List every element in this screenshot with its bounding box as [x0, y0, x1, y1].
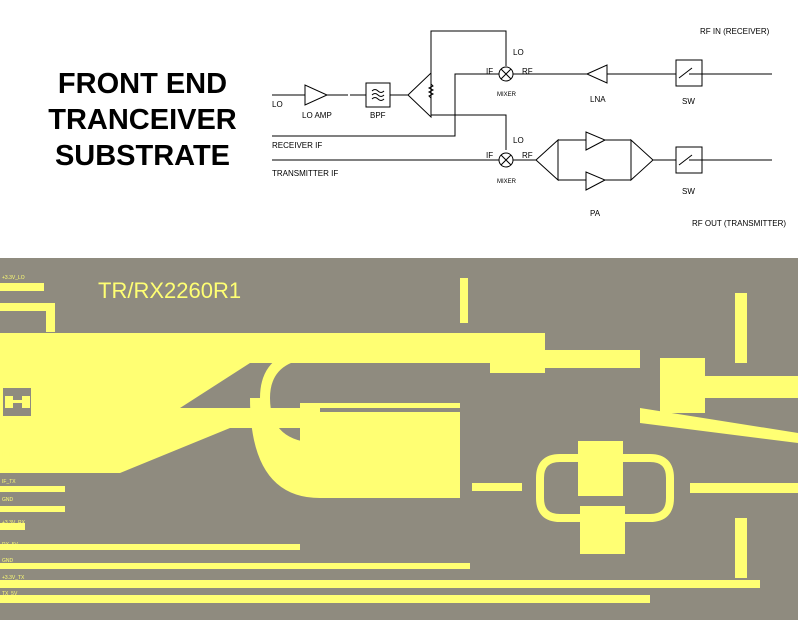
pcb-layout: TR/RX2260R1 +3.3V_LO IF_RX GND IF_TX GND…: [0, 258, 798, 620]
receiver-if-label: RECEIVER IF: [272, 141, 322, 150]
title-line-3: SUBSTRATE: [54, 140, 231, 172]
rx-if-port: IF: [486, 67, 493, 76]
tx-rf-port: RF: [522, 151, 533, 160]
metal-traces: TR/RX2260R1 +3.3V_LO IF_RX GND IF_TX GND…: [0, 275, 798, 603]
pin-label: IF_TX: [2, 479, 16, 485]
lo-label: LO: [272, 100, 283, 109]
rf-in-label: RF IN (RECEIVER): [700, 27, 770, 36]
rx-rf-port: RF: [522, 67, 533, 76]
rx-mixer-label: MIXER: [497, 92, 517, 98]
pa-label: PA: [590, 209, 601, 218]
lo-amp-label: LO AMP: [302, 111, 332, 120]
tx-switch-label: SW: [682, 187, 695, 196]
lo-splitter: [407, 71, 432, 119]
title-line-1: FRONT END: [57, 68, 228, 100]
block-schematic: LO LO AMP BPF RECEIVER IF TRANSMITTER IF…: [272, 27, 786, 228]
pin-label: +3.3V_RX: [2, 520, 26, 526]
page-title: FRONT END TRANCEIVER SUBSTRATE: [40, 66, 245, 174]
rx-switch-symbol: [675, 59, 703, 87]
bpf-label: BPF: [370, 111, 386, 120]
pin-label: GND: [2, 497, 14, 503]
tx-if-port: IF: [486, 151, 493, 160]
tx-mixer-label: MIXER: [497, 179, 517, 185]
pin-label: RX_5V: [2, 542, 19, 548]
pin-label: TX_5V: [2, 591, 18, 597]
title-line-2: TRANCEIVER: [48, 104, 237, 136]
transmitter-if-label: TRANSMITTER IF: [272, 169, 338, 178]
pin-label: IF_RX: [2, 452, 17, 458]
pin-label: +3.3V_TX: [2, 575, 25, 581]
rf-out-label: RF OUT (TRANSMITTER): [692, 219, 786, 228]
board-name: TR/RX2260R1: [98, 278, 241, 303]
lna-symbol: [585, 64, 608, 84]
pin-label: GND: [2, 558, 14, 564]
pin-label: +3.3V_LO: [2, 275, 25, 281]
rx-switch-label: SW: [682, 97, 695, 106]
pin-label: GND: [2, 469, 14, 475]
pa-symbol: [585, 131, 607, 151]
lo-amp-symbol: [304, 84, 329, 106]
lna-label: LNA: [590, 95, 606, 104]
tx-lo-port: LO: [513, 136, 524, 145]
rx-lo-port: LO: [513, 48, 524, 57]
